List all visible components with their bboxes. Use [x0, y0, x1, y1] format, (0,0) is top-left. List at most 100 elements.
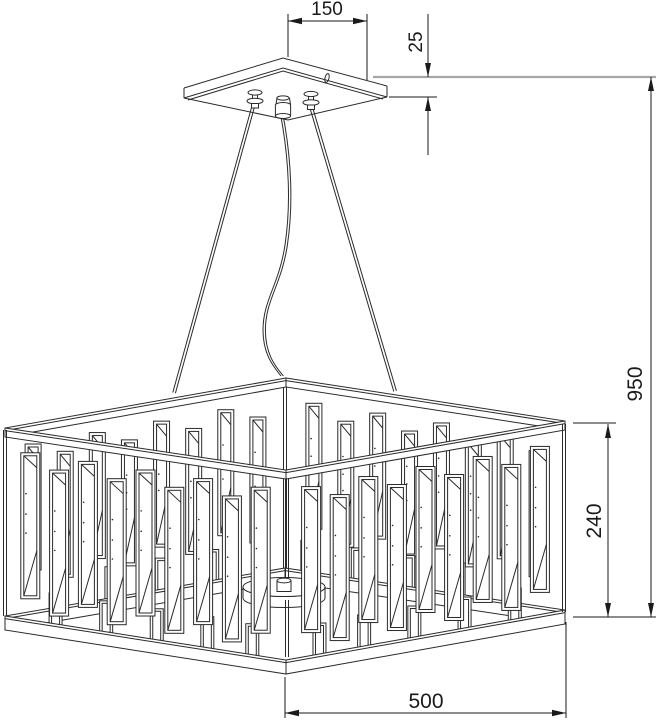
crystal-bar-top-facet	[167, 489, 182, 503]
crystal-bar-top-facet	[418, 469, 433, 482]
crystal-bar-top-facet	[188, 431, 200, 444]
canopy-inner-line	[187, 70, 384, 101]
crystal-bar-dot	[140, 530, 142, 533]
arrowhead	[648, 77, 654, 91]
crystal-bar-dot	[82, 501, 85, 504]
crystal-bar-bevel	[418, 564, 433, 610]
crystal-bar-inner	[418, 469, 433, 610]
crystal-bar-dot	[342, 489, 344, 492]
frame-bottom-band-near-left-inner	[4, 618, 287, 664]
crystal-bar	[444, 473, 465, 621]
crystal-bar-dot	[469, 509, 472, 511]
crystal-bar-inner	[138, 472, 153, 614]
crystal-bar-dot	[198, 558, 200, 560]
dimension-canopy-height: 25	[389, 14, 437, 155]
crystal-bar-dot	[125, 474, 128, 476]
crystal-bar-inner	[447, 476, 462, 618]
frame-top-band-far-left	[4, 377, 287, 438]
crystal-bar-dot	[222, 478, 224, 480]
crystal-bar-dot	[53, 510, 56, 512]
crystal-bar-dot	[82, 521, 85, 524]
crystal-bar-dot	[140, 549, 142, 552]
arrowhead	[285, 709, 299, 717]
crystal-bar-dot	[534, 486, 537, 489]
dimension-annotations: 150 25 950 240	[284, 0, 656, 718]
crystal-bar-dot	[111, 518, 114, 521]
crystal-bar-dot	[157, 489, 160, 492]
crystal-bar-dot	[140, 510, 142, 512]
crystal-bar-inner	[304, 489, 319, 631]
crystal-bar-inner	[332, 497, 347, 639]
crystal-bar-dot	[334, 534, 337, 537]
crystal-bar-top-facet	[252, 419, 264, 433]
crystal-bar-dot	[363, 537, 365, 539]
dimension-label-950: 950	[624, 366, 647, 401]
crystal-bar-dot	[534, 506, 537, 509]
crystal-bar-dot	[25, 532, 27, 534]
crystal-bar-dot	[111, 558, 114, 560]
crystal-bar	[529, 445, 550, 593]
crystal-bar-bevel	[138, 567, 153, 614]
arrowhead	[353, 17, 367, 25]
crystal-bar-dot	[25, 513, 27, 515]
crystal-bar	[106, 478, 127, 626]
arrowhead	[552, 709, 566, 717]
crystal-bar-inner	[475, 458, 490, 600]
crystal-bar	[49, 469, 70, 617]
crystal-bar	[415, 466, 436, 613]
cable-gripper-left	[246, 89, 264, 109]
crystal-bar-top-facet	[23, 455, 38, 469]
crystal-bar-dot	[254, 485, 256, 488]
crystal-bar-dot	[255, 547, 258, 550]
frame-top-band-near-left-inner	[4, 430, 287, 474]
crystal-bar-dot	[420, 546, 423, 548]
crystal-bar-bevel	[532, 544, 547, 590]
crystal-bar-bevel	[224, 593, 239, 640]
crystal-bar-inner	[80, 463, 95, 605]
frame-top-band-far-left-inner	[4, 380, 287, 432]
crystal-bar-dot	[157, 473, 160, 475]
canopy-skirt-top-edge	[183, 57, 388, 89]
arrowhead	[605, 603, 611, 617]
suspension-cables	[172, 106, 397, 394]
crystal-bar-inner	[532, 448, 547, 590]
frame-top-band-far-right-inner	[285, 380, 566, 425]
dimension-label-150: 150	[311, 0, 343, 20]
canopy-bottom-face-back	[183, 67, 388, 99]
crystal-bar-dot	[306, 526, 308, 529]
crystal-bar-dot	[226, 535, 229, 538]
cable-right-line	[311, 106, 397, 391]
canopy-bottom-face-front	[183, 96, 388, 121]
crystal-bar-bevel	[196, 576, 211, 622]
cable-right-line	[309, 107, 395, 392]
crystal-bar-bevel	[447, 572, 462, 618]
crystal-bar-dot	[342, 455, 344, 458]
arrowhead	[288, 17, 302, 25]
crystal-bar-inner	[156, 423, 168, 545]
crystal-bar-dot	[506, 504, 508, 507]
crystal-bar-dot	[437, 491, 440, 494]
crystal-bar-dot	[342, 473, 344, 475]
crystal-bar-top-facet	[304, 489, 318, 502]
crystal-bar	[329, 494, 350, 642]
crystal-bar-bevel	[389, 582, 404, 628]
crystal-bar-bevel	[304, 584, 319, 630]
cable-left-line	[174, 107, 255, 394]
crystal-bar	[501, 463, 522, 611]
crystal-bar-top-facet	[225, 498, 239, 512]
crystal-bar-top-facet	[52, 472, 66, 486]
crystal-bar-inner	[504, 466, 519, 608]
crystal-bar-dot	[255, 527, 258, 529]
power-cord	[264, 116, 292, 377]
dimension-label-25: 25	[406, 31, 427, 52]
crystal-bar-inner	[196, 481, 211, 623]
crystal-bar-inner	[52, 472, 67, 614]
power-cord	[262, 116, 289, 377]
crystal-bar-top-facet	[138, 472, 153, 486]
crystal-bar-dot	[506, 524, 508, 527]
crystal-bar	[221, 495, 242, 643]
crystal-bar-inner	[167, 489, 182, 631]
crystal-bar-top-facet	[196, 481, 210, 494]
crystal-bar-dot	[469, 492, 472, 495]
